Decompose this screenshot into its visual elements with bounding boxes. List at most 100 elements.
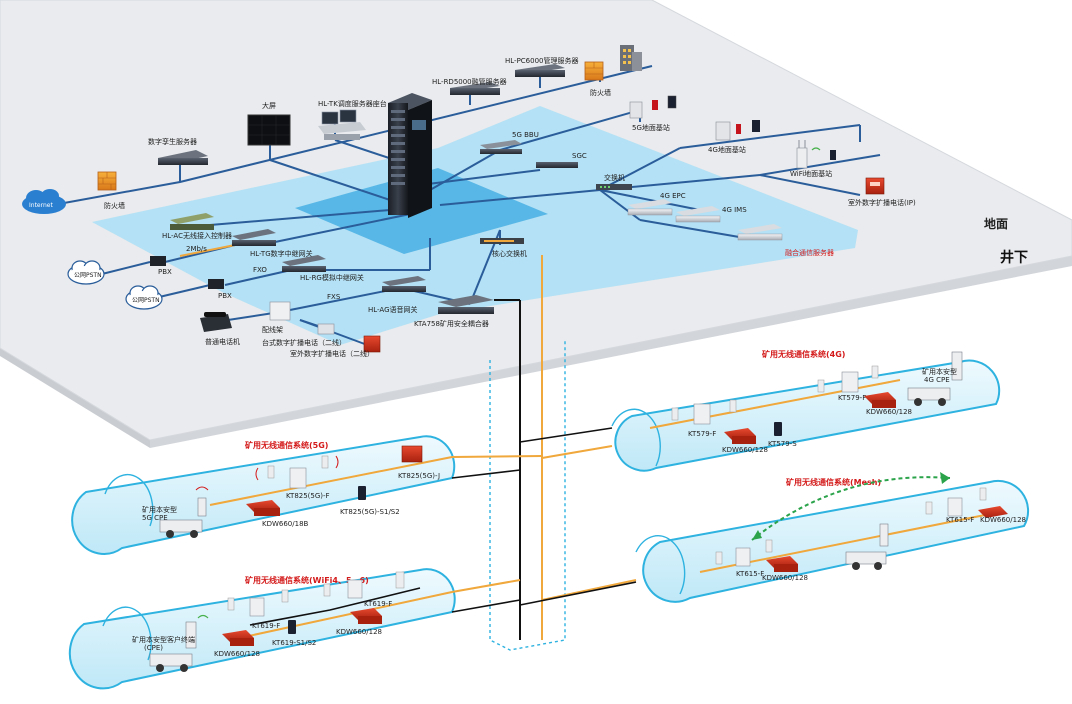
digital-twin-server-icon bbox=[158, 150, 208, 165]
tmesh-power1-label: KDW660/128 bbox=[762, 574, 808, 582]
tunnel-5g: 矿用无线通信系统(5G) 矿用本安型 5G CPE KT825(5G)-F KT… bbox=[71, 435, 543, 555]
distribution-frame-icon bbox=[269, 301, 291, 321]
firewall-right-label: 防火墙 bbox=[590, 88, 611, 97]
ground-label: 地面 bbox=[984, 216, 1008, 231]
power-supply-icon bbox=[724, 428, 756, 444]
t4g-power1-label: KDW660/128 bbox=[722, 446, 768, 454]
base-station-icon bbox=[671, 399, 737, 425]
power-supply-icon bbox=[766, 556, 798, 572]
handset-icon bbox=[288, 620, 296, 634]
pstn-cloud-icon: 公网PSTN bbox=[67, 260, 105, 285]
core-switch-icon bbox=[480, 238, 524, 244]
kta758-label: KTA758矿用安全耦合器 bbox=[414, 319, 489, 328]
rg-gateway-label: HL-RG模拟中继网关 bbox=[300, 273, 364, 282]
big-screen-icon bbox=[247, 114, 291, 146]
digital-twin-label: 数字孪生服务器 bbox=[148, 137, 197, 146]
t5g-terminal-label: KT825(5G)-S1/S2 bbox=[340, 508, 400, 516]
dist-frame-label: 配线架 bbox=[262, 325, 283, 334]
switch-label: 交换机 bbox=[604, 173, 625, 182]
power-supply-icon bbox=[246, 500, 280, 516]
tunnel-wifi-title: 矿用无线通信系统(WiFi4、5、6) bbox=[245, 575, 369, 585]
dispatch-phone-1-label: 台式数字扩播电话（二线） bbox=[262, 338, 346, 347]
t4g-base1-label: KT579-F bbox=[688, 430, 716, 438]
dispatch-console-icon bbox=[318, 109, 366, 140]
tmesh-base2-label: KT615-F bbox=[946, 516, 974, 524]
t5g-base2-label: KT825(5G)-J bbox=[398, 472, 440, 480]
t5g-power-label: KDW660/18B bbox=[262, 520, 309, 528]
underground-label: 井下 bbox=[1000, 249, 1028, 266]
handset-icon bbox=[774, 422, 782, 436]
building-icon bbox=[620, 45, 642, 71]
twifi-base2-label: KT619-F bbox=[364, 600, 392, 608]
base-station-icon bbox=[227, 589, 289, 617]
epc-server-icon bbox=[627, 199, 673, 216]
bs5g-ground-label: 5G地面基站 bbox=[632, 123, 670, 132]
shaft-tunnel-links bbox=[451, 427, 613, 613]
pstn1-label: 公网PSTN bbox=[74, 272, 102, 279]
vehicle-cpe-icon bbox=[907, 351, 963, 406]
tunnel-mesh: 矿用无线通信系统(Mesh) KT615-F KT615-F KDW660/12… bbox=[519, 472, 1030, 606]
sgc-label: SGC bbox=[572, 152, 587, 160]
tunnel-5g-title: 矿用无线通信系统(5G) bbox=[245, 440, 328, 450]
phone-label: 普通电话机 bbox=[205, 337, 240, 346]
zone-label: 融合通信服务器 bbox=[785, 248, 834, 257]
twifi-power2-label: KDW660/128 bbox=[336, 628, 382, 636]
dispatch-phone-icon bbox=[317, 323, 335, 335]
tmesh-power2-label: KDW660/128 bbox=[980, 516, 1026, 524]
pstn-cloud-icon: 公网PSTN bbox=[125, 285, 163, 310]
power-supply-icon bbox=[864, 392, 896, 408]
core-switch-label: 核心交换机 bbox=[492, 249, 527, 258]
dispatch-phone-2-label: 室外数字扩播电话（二线） bbox=[290, 349, 374, 358]
t5g-cpe-line2: 5G CPE bbox=[142, 514, 168, 522]
internet-cloud-icon: Internet bbox=[22, 189, 66, 214]
ims4g-label: 4G IMS bbox=[722, 206, 747, 214]
t4g-cpe-line1: 矿用本安型 bbox=[922, 367, 957, 376]
digital-relay-gateway-icon bbox=[232, 229, 276, 246]
tunnel-4g: 矿用无线通信系统(4G) KT579-F KT579-F KDW660/128 … bbox=[541, 349, 1001, 472]
bbu5g-label: 5G BBU bbox=[512, 131, 539, 139]
power-supply-icon bbox=[350, 608, 382, 624]
bs4g-ground-label: 4G地面基站 bbox=[708, 145, 746, 154]
wifi-ground-label: WiFi地面基站 bbox=[790, 169, 832, 178]
rd5000-label: HL-RD5000融管服务器 bbox=[432, 77, 507, 86]
twifi-cpe-line1: 矿用本安型客户终端 bbox=[132, 635, 195, 644]
analog-gateway-icon bbox=[282, 255, 326, 272]
rate-label: 2Mb/s bbox=[186, 245, 207, 253]
ac-gateway-label: HL-AC无线接入控制器 bbox=[162, 231, 232, 240]
pc6000-server-icon bbox=[515, 64, 565, 77]
digital-relay-label: HL-TG数字中继网关 bbox=[250, 249, 313, 258]
handset-icon bbox=[358, 486, 366, 500]
pbx2-label: PBX bbox=[218, 292, 232, 300]
server-rack-icon bbox=[388, 93, 432, 218]
epc4g-label: 4G EPC bbox=[660, 192, 686, 200]
tk-server-label: HL-TK调度服务器座台 bbox=[318, 99, 387, 108]
twifi-cpe-line2: (CPE) bbox=[144, 644, 163, 652]
t4g-cpe-line2: 4G CPE bbox=[924, 376, 950, 384]
ac-controller-icon bbox=[170, 213, 214, 230]
rd5000-server-icon bbox=[450, 82, 500, 95]
tunnel-wifi: 矿用无线通信系统(WiFi4、5、6) 矿用本安型客户终端 (CPE) KT61… bbox=[68, 568, 521, 690]
switch-device-icon bbox=[596, 184, 632, 190]
bbu-device-icon bbox=[480, 140, 522, 154]
vehicle-cpe-icon bbox=[149, 614, 209, 672]
fxo-label: FXO bbox=[253, 266, 267, 274]
firewall-icon bbox=[584, 61, 604, 81]
tunnel-4g-title: 矿用无线通信系统(4G) bbox=[762, 349, 845, 359]
base-station-icon bbox=[629, 95, 677, 119]
pbx-icon bbox=[150, 256, 224, 289]
twifi-power1-label: KDW660/128 bbox=[214, 650, 260, 658]
base-station-icon bbox=[323, 571, 405, 599]
tmesh-base1-label: KT615-F bbox=[736, 570, 764, 578]
sgc-device-icon bbox=[536, 162, 578, 168]
t4g-base2-label: KT579-F bbox=[838, 394, 866, 402]
tunnel-mesh-title: 矿用无线通信系统(Mesh) bbox=[786, 477, 881, 487]
vehicle-cpe-icon bbox=[159, 486, 209, 538]
outdoor-phone-icon bbox=[865, 177, 885, 195]
t5g-cpe-line1: 矿用本安型 bbox=[142, 505, 177, 514]
pc6000-label: HL-PC6000管理服务器 bbox=[505, 56, 579, 65]
internet-label: Internet bbox=[29, 202, 53, 209]
firewall-icon bbox=[97, 171, 117, 191]
server-icon bbox=[737, 224, 783, 241]
power-supply-icon bbox=[222, 630, 254, 646]
